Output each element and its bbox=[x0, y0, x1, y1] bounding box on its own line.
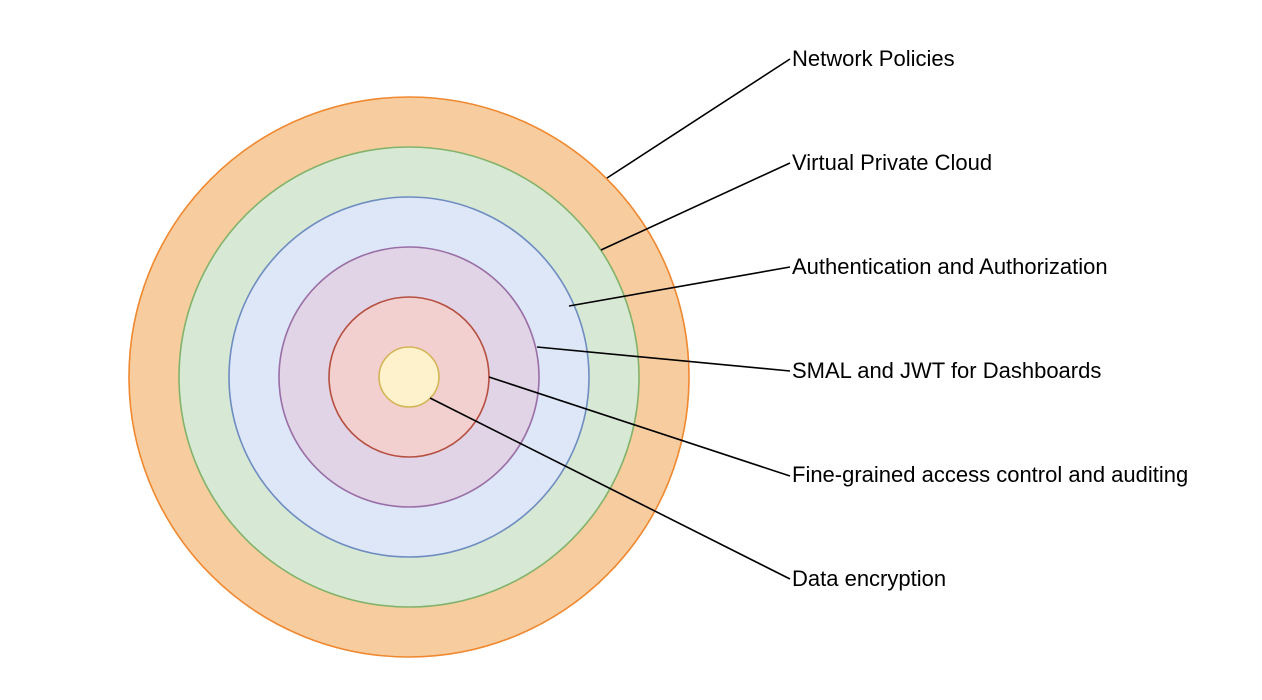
labels-group: Network Policies Virtual Private Cloud A… bbox=[792, 46, 1188, 591]
label-fine-grained-access: Fine-grained access control and auditing bbox=[792, 462, 1188, 487]
leader-virtual-private-cloud bbox=[600, 162, 791, 251]
label-authentication-and-authorization: Authentication and Authorization bbox=[792, 254, 1108, 279]
label-data-encryption: Data encryption bbox=[792, 566, 946, 591]
leader-network-policies bbox=[606, 58, 791, 179]
label-network-policies: Network Policies bbox=[792, 46, 955, 71]
label-smal-and-jwt: SMAL and JWT for Dashboards bbox=[792, 358, 1101, 383]
leader-smal-and-jwt bbox=[536, 346, 791, 372]
rings-group bbox=[128, 96, 690, 658]
leader-authentication-and-authorization bbox=[568, 266, 791, 307]
leader-fine-grained-access bbox=[488, 376, 791, 477]
ring-data-encryption bbox=[378, 346, 440, 408]
leader-data-encryption bbox=[429, 397, 791, 580]
leader-lines-group bbox=[429, 58, 791, 580]
label-virtual-private-cloud: Virtual Private Cloud bbox=[792, 150, 992, 175]
